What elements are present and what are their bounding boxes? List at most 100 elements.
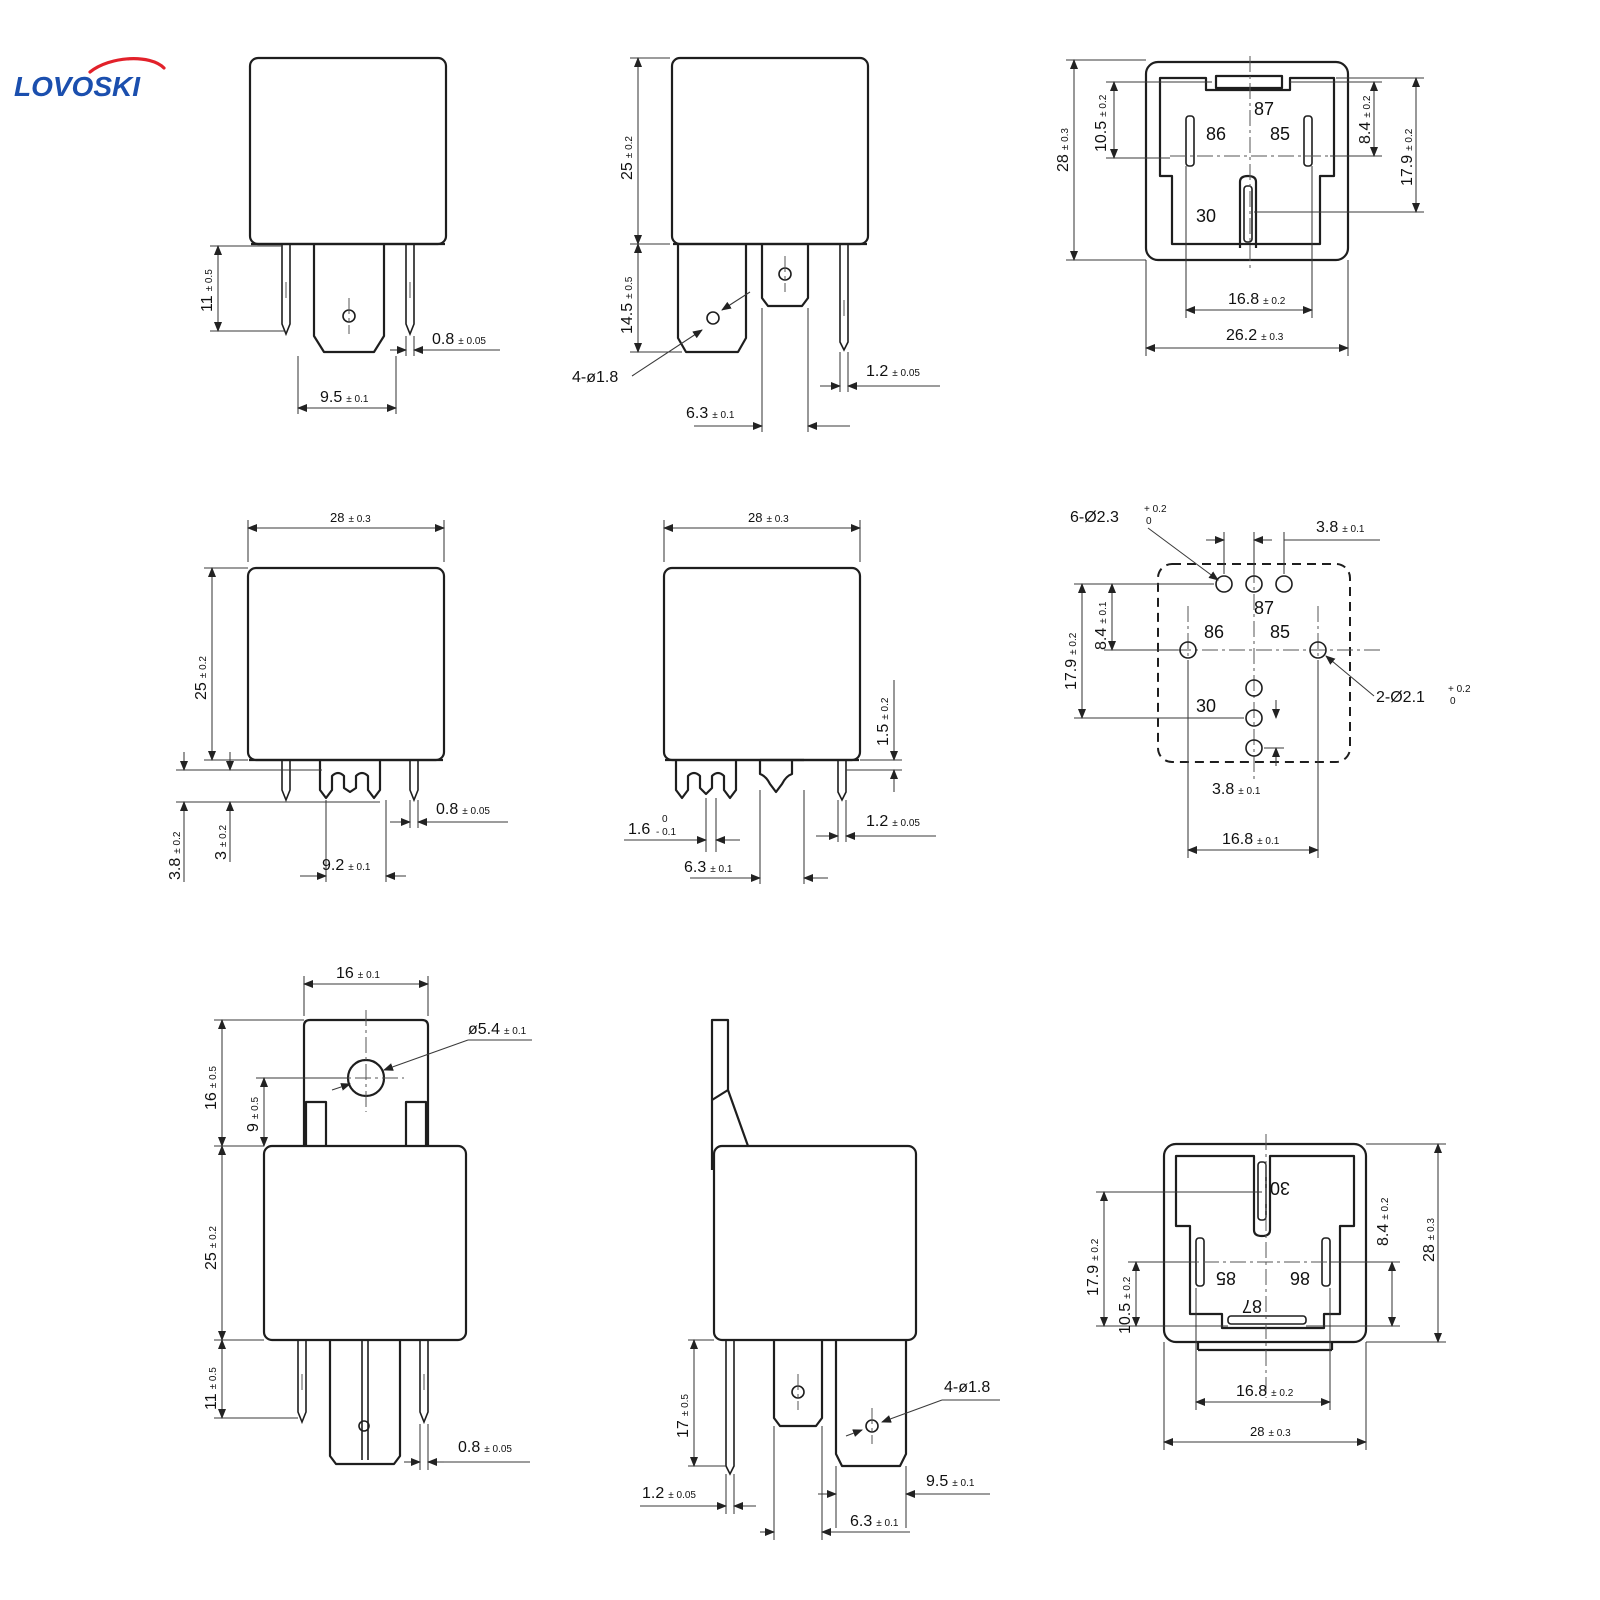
dim-pitch-top: 3.8± 0.1 [1316, 519, 1365, 536]
pcb-hole [1245, 709, 1263, 727]
dim-17-9: 17.9± 0.2 [1399, 128, 1416, 186]
dim-terminal-width: 6.3± 0.1 [850, 1513, 899, 1530]
pin-terminal [409, 760, 419, 803]
pin-label-85: 85 [1270, 124, 1290, 144]
view-front-terminals: 11± 0.5 0.8± 0.05 9.5± 0.1 [199, 56, 500, 414]
pin-slot-87 [1227, 1315, 1307, 1325]
pcb-hole [1245, 739, 1263, 757]
view-front-mounting-bracket: 16± 0.1 ø5.4± 0.1 16± 0.5 9± 0.5 25± 0.2… [203, 965, 532, 1470]
dim-body-width: 28± 0.3 [748, 510, 789, 525]
short-terminal [760, 244, 810, 308]
pin-label-85: 85 [1270, 622, 1290, 642]
dim-pin-width: 0.8± 0.05 [458, 1439, 512, 1456]
logo-wordmark: LOVOSKI [14, 71, 141, 102]
pcb-hole [1275, 575, 1293, 593]
logo-swoosh-icon [88, 57, 166, 74]
dim-10-5: 10.5± 0.2 [1093, 94, 1110, 152]
pin-label-30: 30 [1196, 206, 1216, 226]
dim-pin-width: 0.8± 0.05 [432, 331, 486, 348]
blade-terminal [328, 1340, 402, 1466]
dim-pin-height: 11± 0.5 [203, 1367, 220, 1410]
view-side-terminals: 25± 0.2 14.5± 0.5 4-ø1.8 1.2± 0.05 6.3± … [572, 56, 940, 432]
dim-28-vertical: 28± 0.3 [1421, 1218, 1438, 1262]
dim-26-2: 26.2± 0.3 [1226, 327, 1284, 344]
dim-16-8: 16.8± 0.1 [1222, 831, 1280, 848]
pin-terminal [419, 1340, 429, 1425]
relay-body [246, 566, 446, 762]
label-holes-2-lower-tol: 0 [1450, 696, 1456, 707]
label-holes-2: 2-Ø2.1 [1376, 689, 1425, 706]
dim-1-6: 1.6 [628, 821, 650, 838]
dim-3-8: 3.8± 0.2 [167, 831, 184, 880]
dim-blade-width: 9.5± 0.1 [320, 389, 369, 406]
short-terminal [772, 1340, 824, 1428]
dim-17-9: 17.9± 0.2 [1085, 1238, 1102, 1296]
blade-terminal [834, 1340, 908, 1468]
dim-terminal-width: 6.3± 0.1 [684, 859, 733, 876]
dim-1-5: 1.5± 0.2 [875, 697, 892, 746]
label-bracket-hole: ø5.4± 0.1 [468, 1021, 527, 1038]
relay-body [662, 566, 862, 762]
pin-label-87: 87 [1254, 598, 1274, 618]
pin-terminal [297, 1340, 307, 1425]
dim-pitch-bottom: 3.8± 0.1 [1212, 781, 1261, 798]
view-pcb-hole-layout: 87 86 85 30 6-Ø2.3 + 0.2 0 3.8± 0.1 8.4±… [1063, 504, 1471, 858]
label-hole-callout: 4-ø1.8 [572, 369, 618, 386]
pin-terminal [839, 244, 849, 352]
pcb-hole [1309, 641, 1327, 659]
pin-label-86: 86 [1204, 622, 1224, 642]
pcb-hole [1179, 641, 1197, 659]
dim-pin-width: 1.2± 0.05 [642, 1485, 696, 1502]
view-bottom-bracket-model: 30 85 86 87 17.9± 0.2 10.5± 0.2 8.4± 0.2… [1085, 1134, 1446, 1450]
dim-bracket-width: 16± 0.1 [336, 965, 380, 982]
pin-label-85: 85 [1216, 1268, 1236, 1288]
pin-label-30: 30 [1196, 696, 1216, 716]
dim-pin-width: 1.2± 0.05 [866, 813, 920, 830]
dim-pin-pitch: 9.2± 0.1 [322, 857, 371, 874]
dim-1-6-upper-tol: 0 [662, 814, 668, 825]
dim-10-5: 10.5± 0.2 [1117, 1276, 1134, 1334]
pin-label-87: 87 [1242, 1296, 1262, 1316]
dim-28-horizontal: 28± 0.3 [1250, 1424, 1291, 1439]
pin-slot-30 [1238, 174, 1258, 248]
relay-base-outline [1144, 60, 1350, 262]
relay-body [670, 56, 870, 246]
pcb-pin-group [674, 760, 738, 800]
pin-terminal [725, 1340, 735, 1476]
view-side-mounting-bracket: 17± 0.5 4-ø1.8 1.2± 0.05 9.5± 0.1 6.3± 0… [640, 1018, 1000, 1540]
blade-terminal [312, 244, 386, 354]
relay-body [712, 1144, 918, 1342]
dim-terminal-width: 6.3± 0.1 [686, 405, 735, 422]
pin-terminal [837, 760, 847, 802]
pin-terminal [281, 760, 291, 803]
pin-slot-30 [1257, 1161, 1267, 1221]
pin-slot-85 [1303, 115, 1313, 167]
dim-height-pins: 11± 0.5 [199, 269, 216, 312]
lovoski-logo: LOVOSKI [14, 57, 166, 102]
dim-16-8: 16.8± 0.2 [1228, 291, 1286, 308]
dim-terminal-height: 17± 0.5 [675, 1394, 692, 1438]
dim-17-9: 17.9± 0.2 [1063, 632, 1080, 690]
pin-label-30: 30 [1270, 1178, 1290, 1198]
pin-slot-86 [1185, 115, 1195, 167]
view-side-pcb-pins: 28± 0.3 1.5± 0.2 1.6 0 - 0.1 1.2± 0.05 6… [624, 510, 936, 884]
mounting-bracket [710, 1018, 750, 1170]
dim-body-width: 28± 0.3 [330, 510, 371, 525]
pcb-pin-group [318, 760, 382, 800]
label-holes-6-upper-tol: + 0.2 [1144, 504, 1167, 515]
label-holes-2-upper-tol: + 0.2 [1448, 684, 1471, 695]
dim-pin-width: 0.8± 0.05 [436, 801, 490, 818]
dim-8-4: 8.4± 0.1 [1093, 601, 1110, 650]
dim-8-4: 8.4± 0.2 [1375, 1197, 1392, 1246]
dim-body-height: 25± 0.2 [203, 1226, 220, 1270]
label-holes-6-lower-tol: 0 [1146, 516, 1152, 527]
dim-8-4: 8.4± 0.2 [1357, 95, 1374, 144]
dim-base-height: 28± 0.3 [1055, 128, 1072, 172]
pcb-hole [1245, 679, 1263, 697]
dim-terminal-height: 14.5± 0.5 [619, 276, 636, 334]
view-bottom-pin-layout: 87 86 85 30 28± 0.3 10.5± 0.2 8.4± 0.2 1… [1055, 56, 1424, 356]
pin-terminal [405, 244, 415, 337]
label-holes-6: 6-Ø2.3 [1070, 509, 1119, 526]
dim-body-height: 25± 0.2 [619, 136, 636, 180]
